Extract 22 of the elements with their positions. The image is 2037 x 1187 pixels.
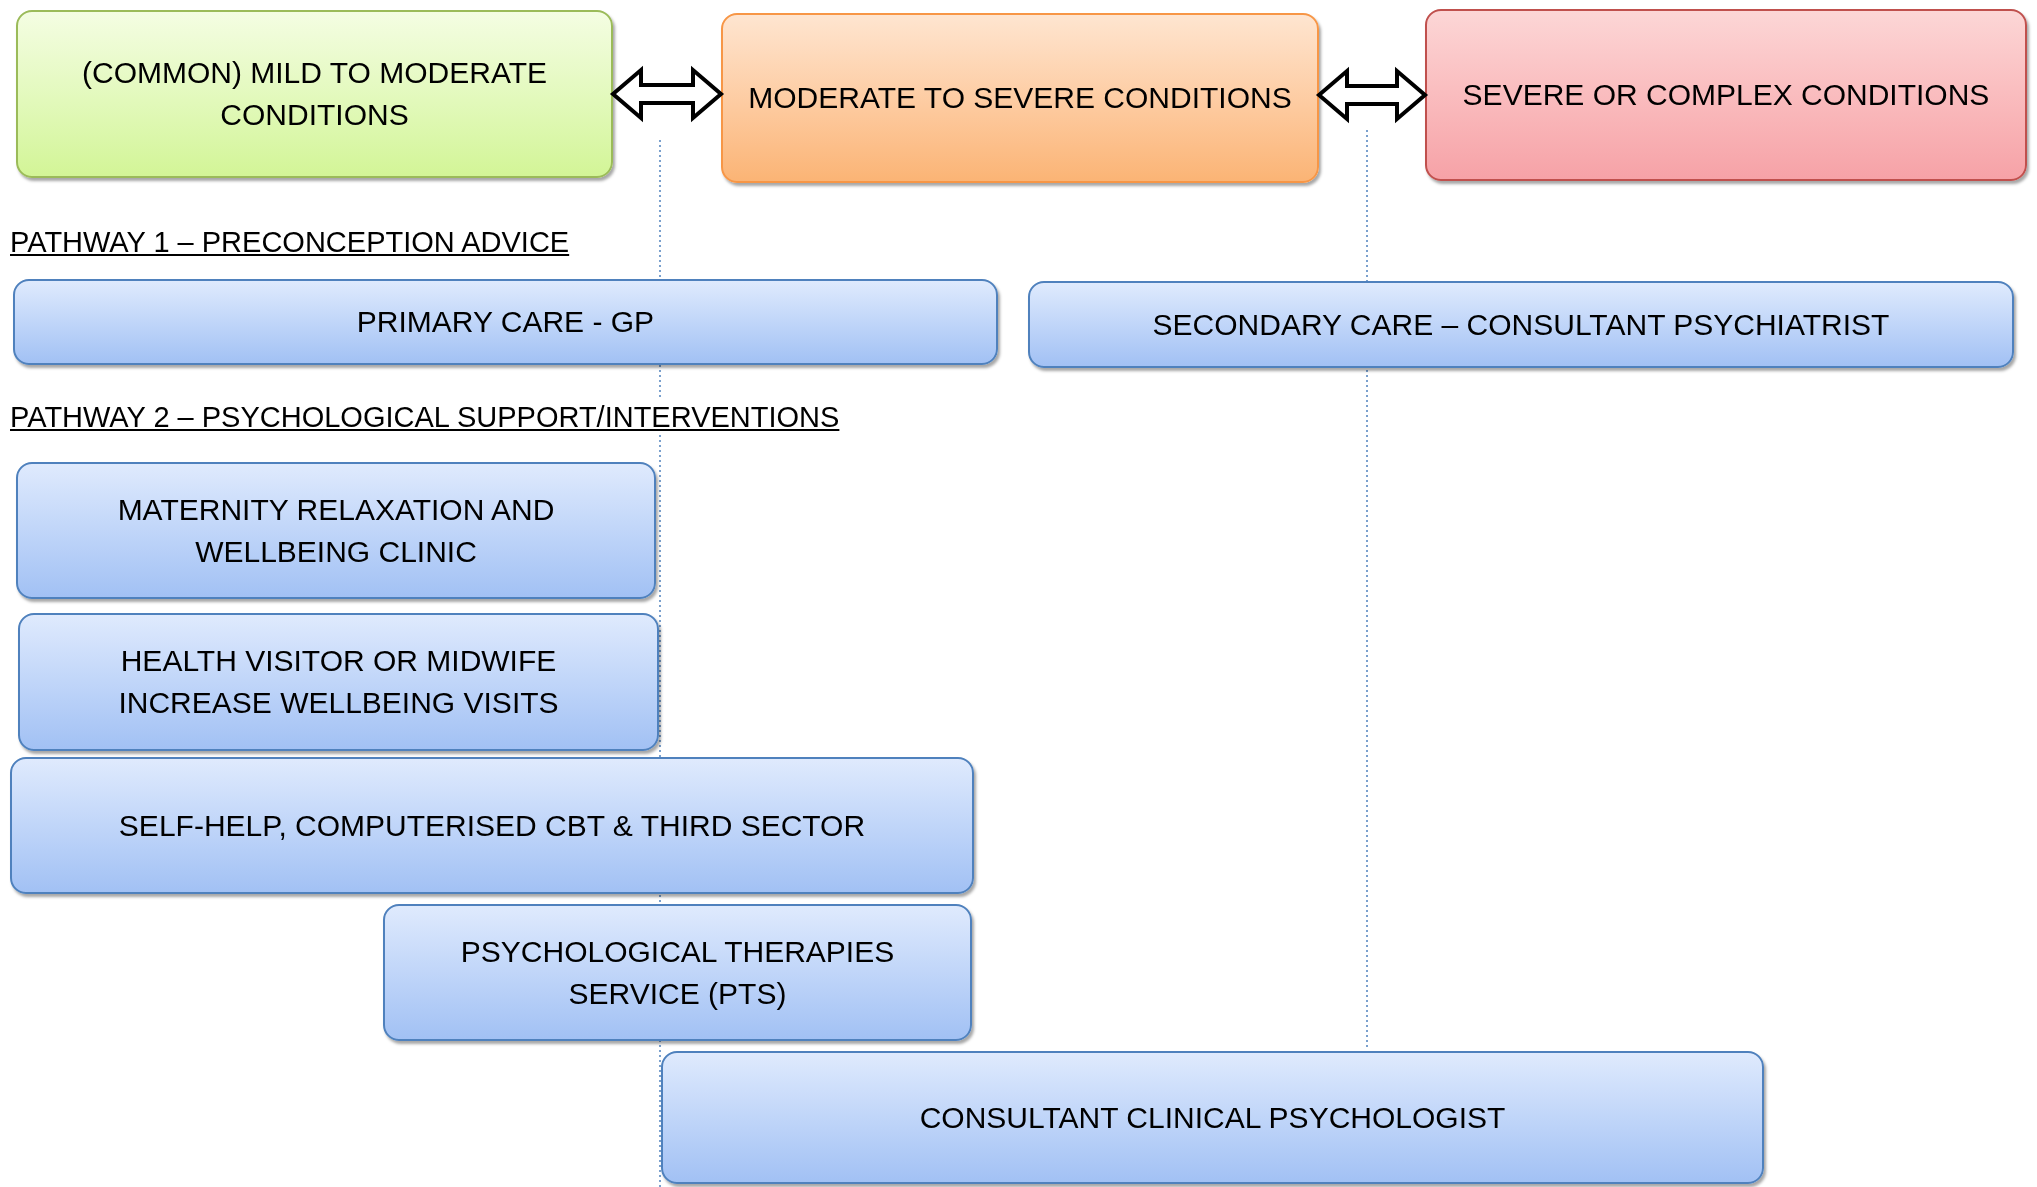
pathway-box <box>16 462 656 599</box>
pathway-box <box>721 13 1319 183</box>
double-arrow <box>609 65 725 123</box>
box-label: SECONDARY CARE – CONSULTANT PSYCHIATRIST <box>1152 306 1890 343</box>
pathway-box <box>16 10 613 178</box>
box-label: CONSULTANT CLINICAL PSYCHOLOGIST <box>919 1099 1506 1136</box>
pathway-box <box>1425 9 2027 181</box>
pathway-box <box>13 279 998 365</box>
box-label: PSYCHOLOGICAL THERAPIES SERVICE (PTS) <box>459 933 896 1012</box>
pathway-box <box>10 757 974 894</box>
box-label: SEVERE OR COMPLEX CONDITIONS <box>1462 77 1990 113</box>
double-arrow <box>1315 66 1429 124</box>
box-label: PRIMARY CARE - GP <box>356 304 655 340</box>
pathway-box <box>661 1051 1764 1184</box>
box-label: MATERNITY RELAXATION AND WELLBEING CLINIC <box>116 491 556 570</box>
pathway-box <box>383 904 972 1041</box>
box-label: HEALTH VISITOR OR MIDWIFE INCREASE WELLBEING VISITS <box>117 643 560 721</box>
box-label: (COMMON) MILD TO MODERATE CONDITIONS <box>81 55 548 133</box>
pathway-box <box>1028 281 2014 368</box>
box-label: SELF-HELP, COMPUTERISED CBT & THIRD SECTOR <box>118 807 866 844</box>
pathway-box <box>18 613 659 751</box>
box-label: MODERATE TO SEVERE CONDITIONS <box>748 80 1292 116</box>
